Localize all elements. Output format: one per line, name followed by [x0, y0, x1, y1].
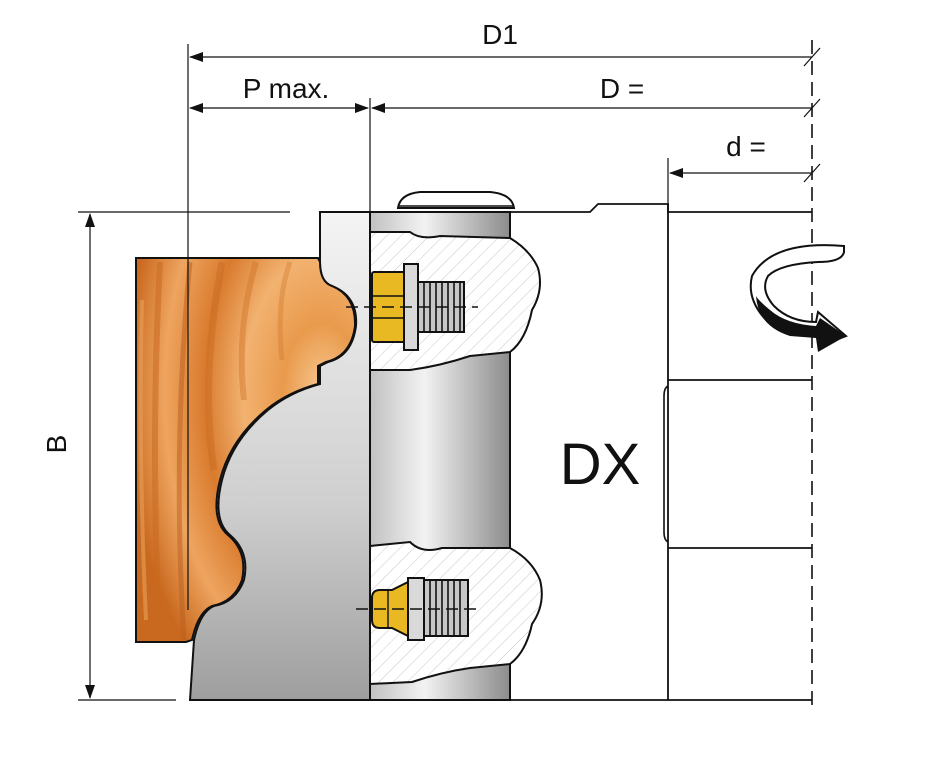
label-d1: D1 — [482, 19, 518, 50]
curved-rotation-arrow-icon — [749, 244, 848, 352]
label-b: B — [41, 435, 72, 454]
cap-screw-icon — [396, 191, 516, 209]
label-p-max: P max. — [243, 73, 330, 104]
hub-outline — [510, 203, 812, 701]
wood-workpiece — [135, 257, 357, 643]
screw-icon — [356, 577, 480, 641]
bolt-icon — [346, 263, 478, 351]
label-d-equals: D = — [600, 73, 644, 104]
label-small-d-equals: d = — [726, 131, 766, 162]
dimension-lines — [78, 44, 821, 701]
label-rotation-dx: DX — [560, 432, 641, 497]
